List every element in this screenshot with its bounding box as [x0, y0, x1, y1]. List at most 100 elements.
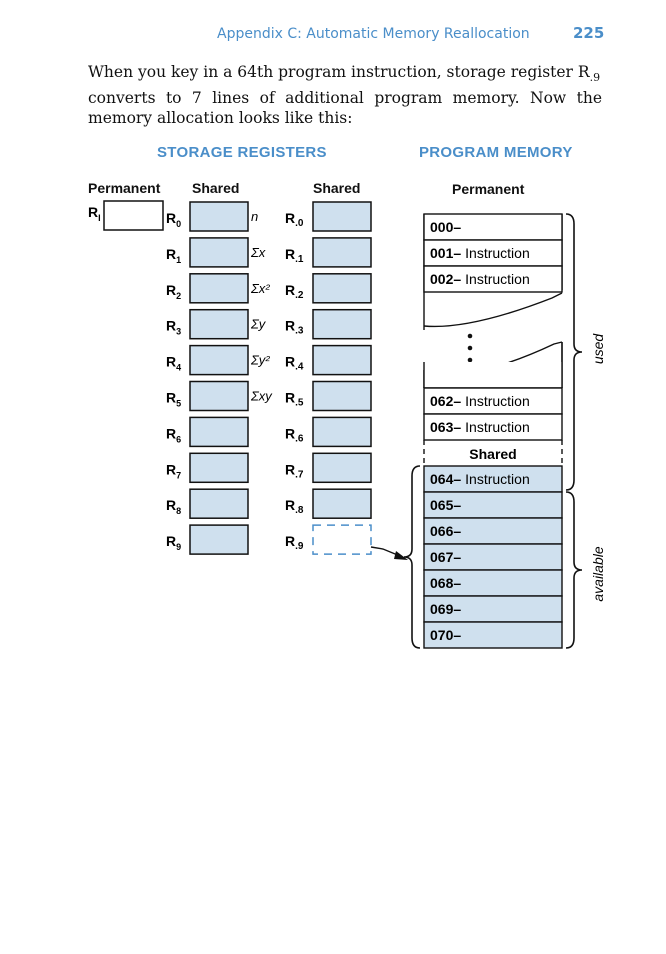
- header-title: Appendix C: Automatic Memory Reallocatio…: [217, 26, 530, 42]
- register-box: [312, 308, 372, 340]
- register-box: [312, 452, 372, 484]
- register-box-RI: [103, 200, 164, 231]
- dot-register-R.9: R.9: [285, 524, 372, 555]
- dot-register-R.5: R.5: [285, 380, 372, 412]
- program-line-text: 069–: [430, 601, 461, 617]
- register-label: R.5: [285, 390, 304, 409]
- statistic-label: Σx: [250, 245, 266, 260]
- program-line-text: 000–: [430, 219, 461, 235]
- register-label: R4: [166, 354, 181, 373]
- statistic-label: n: [251, 209, 258, 224]
- shared-register-R8: R8: [166, 488, 249, 519]
- register-box: [312, 380, 372, 412]
- program-line-box: [423, 569, 563, 597]
- register-label: R.7: [285, 461, 304, 480]
- storage-registers-title: STORAGE REGISTERS: [157, 144, 327, 161]
- statistic-label: Σy: [250, 317, 267, 332]
- register-box: [189, 344, 249, 376]
- statistic-label: Σy²: [250, 353, 270, 368]
- body-line-2: converts to 7 lines of additional progra…: [88, 89, 602, 108]
- shared-label: Shared: [469, 446, 516, 462]
- program-line-text: 002–Instruction: [430, 271, 530, 287]
- register-box: [189, 308, 249, 340]
- program-line-text: 067–: [430, 549, 461, 565]
- register-label: R3: [166, 318, 181, 337]
- program-line-box: [423, 595, 563, 623]
- dot-register-R.2: R.2: [285, 273, 372, 304]
- body-line-1: When you key in a 64th program instructi…: [88, 62, 602, 88]
- register-box: [312, 273, 372, 304]
- dot-register-R.6: R.6: [285, 416, 372, 448]
- program-line: 065–: [423, 491, 563, 519]
- register-label: R6: [166, 425, 181, 444]
- register-label: R8: [166, 497, 181, 516]
- page-number: 225: [573, 24, 605, 42]
- register-label: R.6: [285, 425, 304, 444]
- dot-register-R.0: R.0: [285, 201, 372, 232]
- register-box: [189, 201, 249, 232]
- register-box: [312, 201, 372, 232]
- program-line: 000–: [423, 213, 563, 241]
- shared-register-R1: R1 Σx: [166, 237, 266, 268]
- program-line-box: [423, 413, 563, 441]
- program-line-box: [423, 239, 563, 267]
- register-label: R.0: [285, 210, 304, 229]
- program-line-text: 064–Instruction: [430, 471, 530, 487]
- program-line-text: 065–: [430, 497, 461, 513]
- register-label: R9: [166, 533, 181, 552]
- program-line: 001–Instruction: [423, 239, 563, 267]
- register-label: R0: [166, 210, 181, 229]
- ellipsis-dot: [467, 333, 473, 339]
- used-brace: [565, 213, 583, 491]
- register-label: R1: [166, 246, 181, 265]
- statistic-label: Σx²: [250, 281, 270, 296]
- register-box: [312, 416, 372, 448]
- permanent-register: RI: [88, 200, 164, 231]
- register-label: R.2: [285, 282, 304, 301]
- register-box: [312, 237, 372, 268]
- register-label: R.4: [285, 354, 304, 373]
- dot-register-R.8: R.8: [285, 488, 372, 519]
- shared-register-R3: R3 Σy: [166, 308, 267, 340]
- program-line-text: 070–: [430, 627, 461, 643]
- body-sub: .9: [589, 71, 601, 85]
- permanent-column-label: Permanent: [88, 180, 161, 196]
- body-paragraph: When you key in a 64th program instructi…: [88, 62, 602, 128]
- converted-register-box: [312, 524, 372, 555]
- program-permanent-label: Permanent: [452, 181, 525, 197]
- register-label: R.9: [285, 533, 304, 552]
- dot-registers-column: R.0R.1R.2R.3R.4R.5R.6R.7R.8R.9: [285, 201, 372, 555]
- body-line-3: memory allocation looks like this:: [88, 109, 353, 128]
- program-line-text: 062–Instruction: [430, 393, 530, 409]
- convert-arrow: [370, 546, 408, 560]
- shared-register-R7: R7: [166, 452, 249, 484]
- program-line: 068–: [423, 569, 563, 597]
- program-line-text: 066–: [430, 523, 461, 539]
- program-line: 069–: [423, 595, 563, 623]
- program-line-text: 001–Instruction: [430, 245, 530, 261]
- register-label: R.1: [285, 246, 304, 265]
- available-label: available: [590, 546, 606, 601]
- program-line: 067–: [423, 543, 563, 571]
- break-curve-top: [423, 292, 563, 328]
- dot-register-R.4: R.4: [285, 344, 372, 376]
- shared-register-R6: R6: [166, 416, 249, 448]
- register-box: [312, 344, 372, 376]
- program-line-box: [423, 491, 563, 519]
- program-line: 063–Instruction: [423, 413, 563, 441]
- program-line-text: 068–: [430, 575, 461, 591]
- program-line-text: 063–Instruction: [430, 419, 530, 435]
- register-label: R5: [166, 390, 181, 409]
- register-box: [189, 488, 249, 519]
- program-line-box: [423, 621, 563, 649]
- program-line-box: [423, 543, 563, 571]
- shared-register-R9: R9: [166, 524, 249, 555]
- shared-column-label: Shared: [192, 180, 240, 196]
- register-box: [189, 416, 249, 448]
- statistic-label: Σxy: [250, 389, 273, 404]
- program-line: 002–Instruction: [423, 265, 563, 293]
- register-box: [312, 488, 372, 519]
- ellipsis-dot: [467, 357, 473, 363]
